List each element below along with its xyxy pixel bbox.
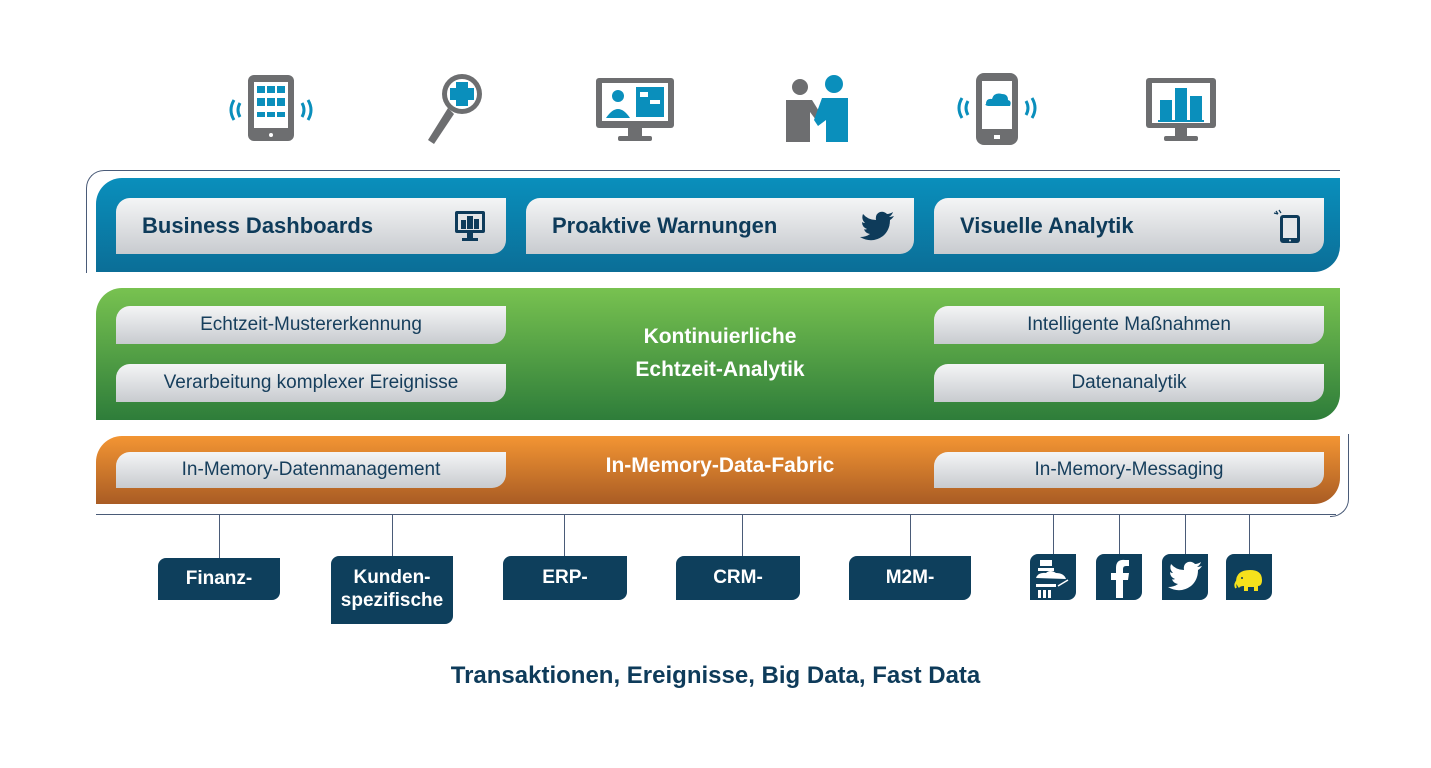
connector-line xyxy=(1119,514,1120,554)
business-dashboards-box[interactable]: Business Dashboards xyxy=(116,198,506,254)
in-memory-messaging-box[interactable]: In-Memory-Messaging xyxy=(934,452,1324,488)
frame-line-bottom xyxy=(96,514,1336,515)
footer-caption: Transaktionen, Ereignisse, Big Data, Fas… xyxy=(450,662,981,689)
source-erp[interactable]: ERP- xyxy=(503,556,627,600)
twitter-bird-icon xyxy=(860,208,896,244)
datenanalytik-label: Datenanalytik xyxy=(1071,372,1187,393)
datacenter-cloud-icon[interactable] xyxy=(1030,554,1076,600)
connector-line xyxy=(219,514,220,560)
tablet-wireless-icon xyxy=(226,70,316,150)
source-erp-label: ERP- xyxy=(542,566,588,588)
source-kundenspezifische[interactable]: Kunden- spezifische xyxy=(331,556,453,624)
in-memory-messaging-label: In-Memory-Messaging xyxy=(1034,459,1224,480)
intelligente-massnahmen-label: Intelligente Maßnahmen xyxy=(1027,314,1231,335)
proaktive-warnungen-box[interactable]: Proaktive Warnungen xyxy=(526,198,914,254)
connector-line xyxy=(564,514,565,556)
echtzeit-mustererkennung-label: Echtzeit-Mustererkennung xyxy=(200,314,422,335)
connector-line xyxy=(1053,514,1054,554)
source-m2m-label: M2M- xyxy=(885,566,935,588)
frame-line-top xyxy=(104,170,1340,171)
connector-line xyxy=(1185,514,1186,554)
source-m2m[interactable]: M2M- xyxy=(849,556,971,600)
business-dashboards-label: Business Dashboards xyxy=(142,213,374,238)
hadoop-elephant-icon[interactable] xyxy=(1226,554,1272,600)
connector-line xyxy=(392,514,393,556)
visuelle-analytik-box[interactable]: Visuelle Analytik xyxy=(934,198,1324,254)
analytics-title-line2: Echtzeit-Analytik xyxy=(635,358,805,381)
connector-line xyxy=(1249,514,1250,554)
intelligente-massnahmen-box[interactable]: Intelligente Maßnahmen xyxy=(934,306,1324,344)
magnifier-health-icon xyxy=(410,70,500,150)
monitor-profile-icon xyxy=(590,70,680,150)
echtzeit-mustererkennung-box[interactable]: Echtzeit-Mustererkennung xyxy=(116,306,506,344)
verarbeitung-komplexer-ereignisse-box[interactable]: Verarbeitung komplexer Ereignisse xyxy=(116,364,506,402)
analytics-title: Kontinuierliche Echtzeit-Analytik xyxy=(540,320,900,386)
handshake-people-icon xyxy=(774,70,864,150)
data-fabric-title: In-Memory-Data-Fabric xyxy=(605,454,835,477)
source-crm[interactable]: CRM- xyxy=(676,556,800,600)
facebook-icon[interactable] xyxy=(1096,554,1142,600)
proaktive-warnungen-label: Proaktive Warnungen xyxy=(552,213,778,238)
in-memory-datenmanagement-label: In-Memory-Datenmanagement xyxy=(181,459,441,480)
connector-line xyxy=(742,514,743,556)
visuelle-analytik-label: Visuelle Analytik xyxy=(960,213,1134,238)
source-finanz-label: Finanz- xyxy=(185,567,253,589)
source-kundenspezifische-label-line1: Kunden- xyxy=(353,567,431,589)
connector-line xyxy=(910,514,911,556)
source-finanz[interactable]: Finanz- xyxy=(158,558,280,600)
verarbeitung-komplexer-ereignisse-label: Verarbeitung komplexer Ereignisse xyxy=(163,372,459,393)
source-crm-label: CRM- xyxy=(713,566,763,588)
analytics-title-line1: Kontinuierliche xyxy=(643,325,797,348)
datenanalytik-box[interactable]: Datenanalytik xyxy=(934,364,1324,402)
monitor-barchart-icon xyxy=(1136,70,1226,150)
twitter-icon[interactable] xyxy=(1162,554,1208,600)
monitor-chart-icon xyxy=(452,208,488,244)
in-memory-datenmanagement-box[interactable]: In-Memory-Datenmanagement xyxy=(116,452,506,488)
mobile-phone-icon xyxy=(1270,208,1306,244)
source-kundenspezifische-label-line2: spezifische xyxy=(340,590,444,611)
phone-cloud-icon xyxy=(952,70,1042,150)
